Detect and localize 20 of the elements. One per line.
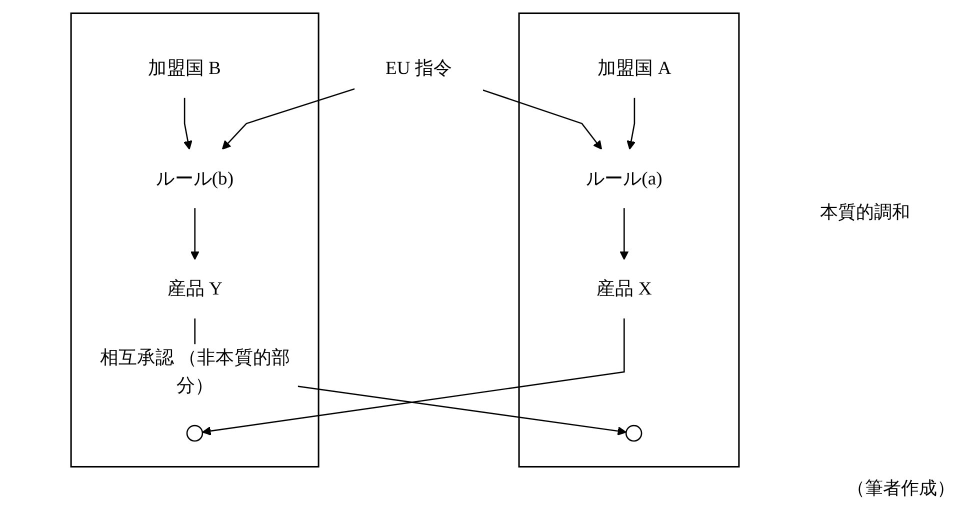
arrow (482, 89, 602, 150)
arrow (183, 98, 192, 150)
node-text: 産品 Y (167, 278, 222, 299)
node-text: EU 指令 (386, 58, 452, 78)
node-text: 加盟国 B (148, 58, 221, 78)
arrow (222, 88, 355, 150)
caption: （筆者作成） (847, 477, 955, 500)
node-circle (186, 424, 204, 442)
node-text: ルール(b) (156, 168, 234, 188)
edge-label: 相互承認 （非本質的部分） (100, 347, 290, 396)
arrow (190, 208, 200, 260)
cluster (518, 12, 740, 468)
arrow (620, 208, 629, 260)
node-text: 加盟国 A (598, 58, 672, 78)
node-text: ルール(a) (586, 168, 662, 188)
node-circle (625, 424, 642, 442)
note-text: 本質的調和 (820, 201, 910, 224)
node-text: 産品 X (596, 278, 652, 299)
cluster (70, 12, 320, 468)
arrow (626, 98, 636, 150)
